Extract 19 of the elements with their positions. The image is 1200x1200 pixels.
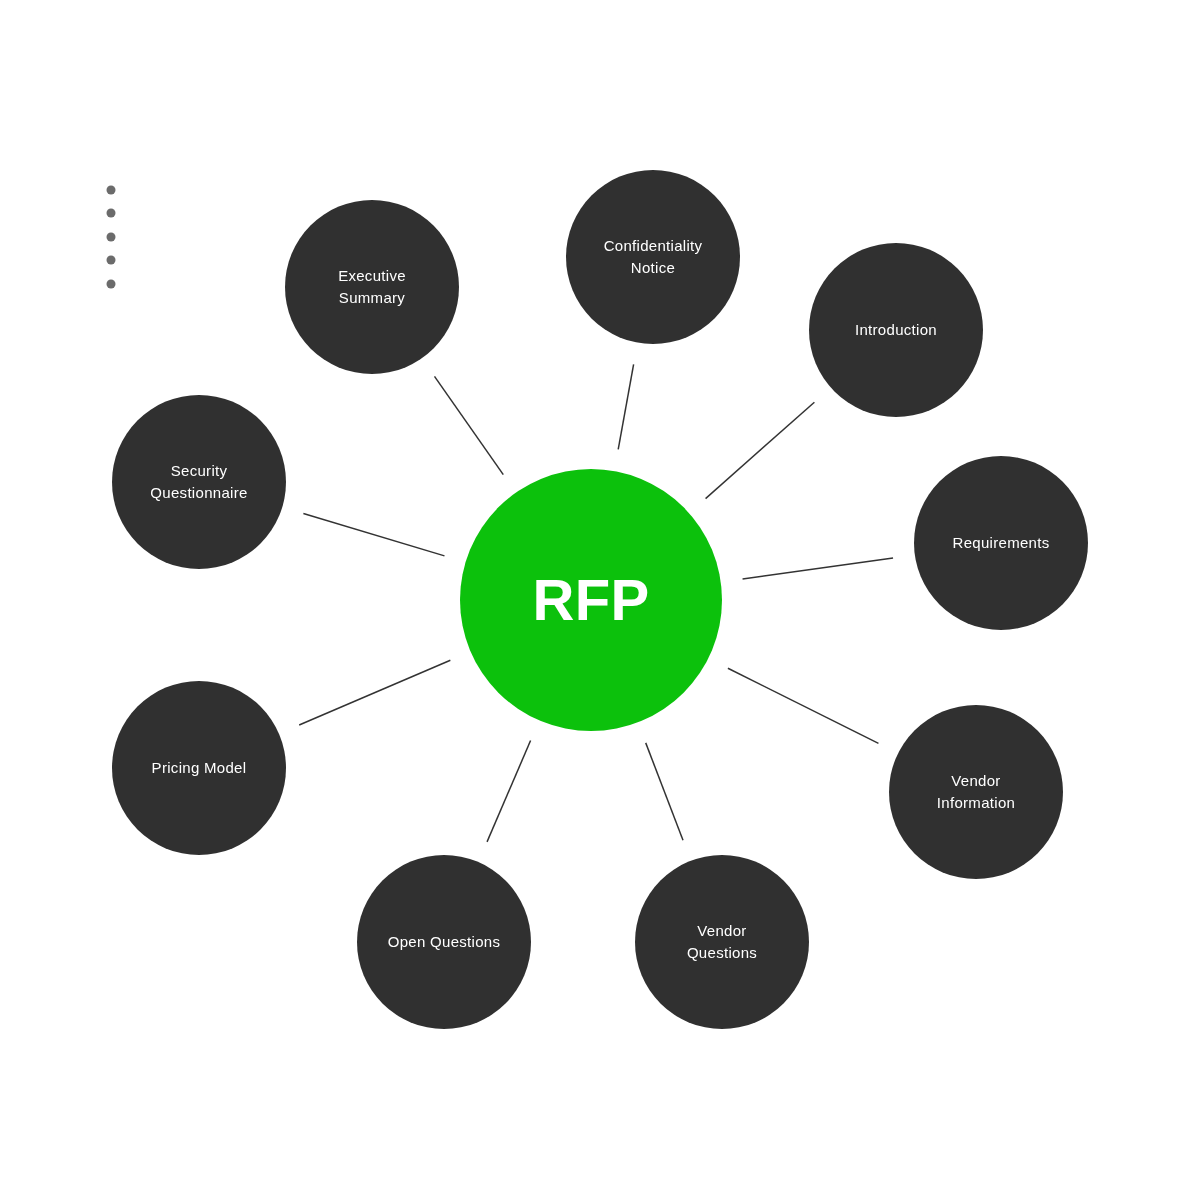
connector-line: [741, 557, 894, 580]
connector-line: [486, 739, 532, 843]
connector-line: [645, 742, 684, 841]
section-label: Introduction: [855, 320, 937, 340]
section-label: Vendor Questions: [685, 921, 759, 963]
connector-line: [704, 401, 816, 500]
section-label: Executive Summary: [337, 266, 407, 308]
connector-line: [617, 363, 635, 451]
connector-line: [727, 667, 880, 745]
section-label: Requirements: [952, 533, 1050, 553]
connector-line: [302, 512, 446, 557]
connector-line: [298, 659, 452, 726]
topic-title: RFP: [532, 568, 650, 632]
section-label: Security Questionnaire: [149, 461, 249, 503]
section-label: Pricing Model: [151, 758, 247, 778]
section-label: Vendor Information: [935, 771, 1017, 813]
section-label: Confidentiality Notice: [602, 236, 704, 278]
section-label: Open Questions: [387, 932, 501, 952]
connector-line: [433, 375, 505, 476]
